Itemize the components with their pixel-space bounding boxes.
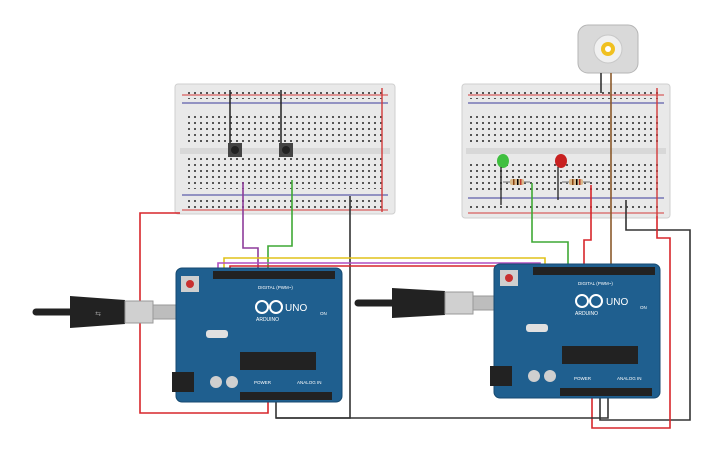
wire-green-right [531, 183, 569, 268]
power-label: POWER [254, 380, 272, 385]
resistor-1 [503, 179, 530, 185]
power-label: POWER [574, 376, 592, 381]
usb-cable-right [354, 288, 502, 318]
usb-cable-left: ⇆ [32, 296, 184, 328]
wire-black-right [599, 200, 691, 421]
wire-red-right [583, 185, 592, 268]
arduino-brand: ARDUINO [256, 317, 279, 323]
wires [139, 73, 691, 429]
led-red [555, 154, 567, 200]
wire-red-left [139, 212, 269, 414]
arduino-uno-left: UNO ARDUINO DIGITAL (PWM~) POWER ANALOG … [172, 267, 343, 403]
pushbutton-1[interactable] [228, 90, 242, 157]
wire-red-right-power [591, 216, 671, 429]
resistor-2 [562, 179, 590, 185]
arduino-model: UNO [606, 297, 628, 308]
arduino-infinity-icon [255, 300, 283, 314]
svg-text:⇆: ⇆ [95, 311, 101, 318]
breadboard-right [461, 83, 671, 219]
dc-motor-icon [577, 24, 639, 74]
arduino-brand: ARDUINO [575, 311, 598, 317]
digital-label: DIGITAL (PWM~) [578, 281, 613, 286]
arduino-infinity-icon [575, 294, 603, 308]
pushbutton-2[interactable] [279, 90, 293, 157]
analog-label: ANALOG IN [297, 380, 322, 385]
arduino-uno-right: UNO ARDUINO DIGITAL (PWM~) POWER ANALOG … [490, 263, 661, 399]
breadboard-left [174, 83, 396, 215]
wire-yellow [223, 257, 546, 270]
digital-label: DIGITAL (PWM~) [258, 285, 293, 290]
analog-label: ANALOG IN [617, 376, 642, 381]
wire-black-bottom [276, 392, 609, 419]
on-label: ON [320, 311, 327, 316]
on-label: ON [640, 305, 647, 310]
led-green [497, 154, 509, 205]
arduino-model: UNO [285, 303, 307, 314]
wire-purple [242, 182, 259, 270]
